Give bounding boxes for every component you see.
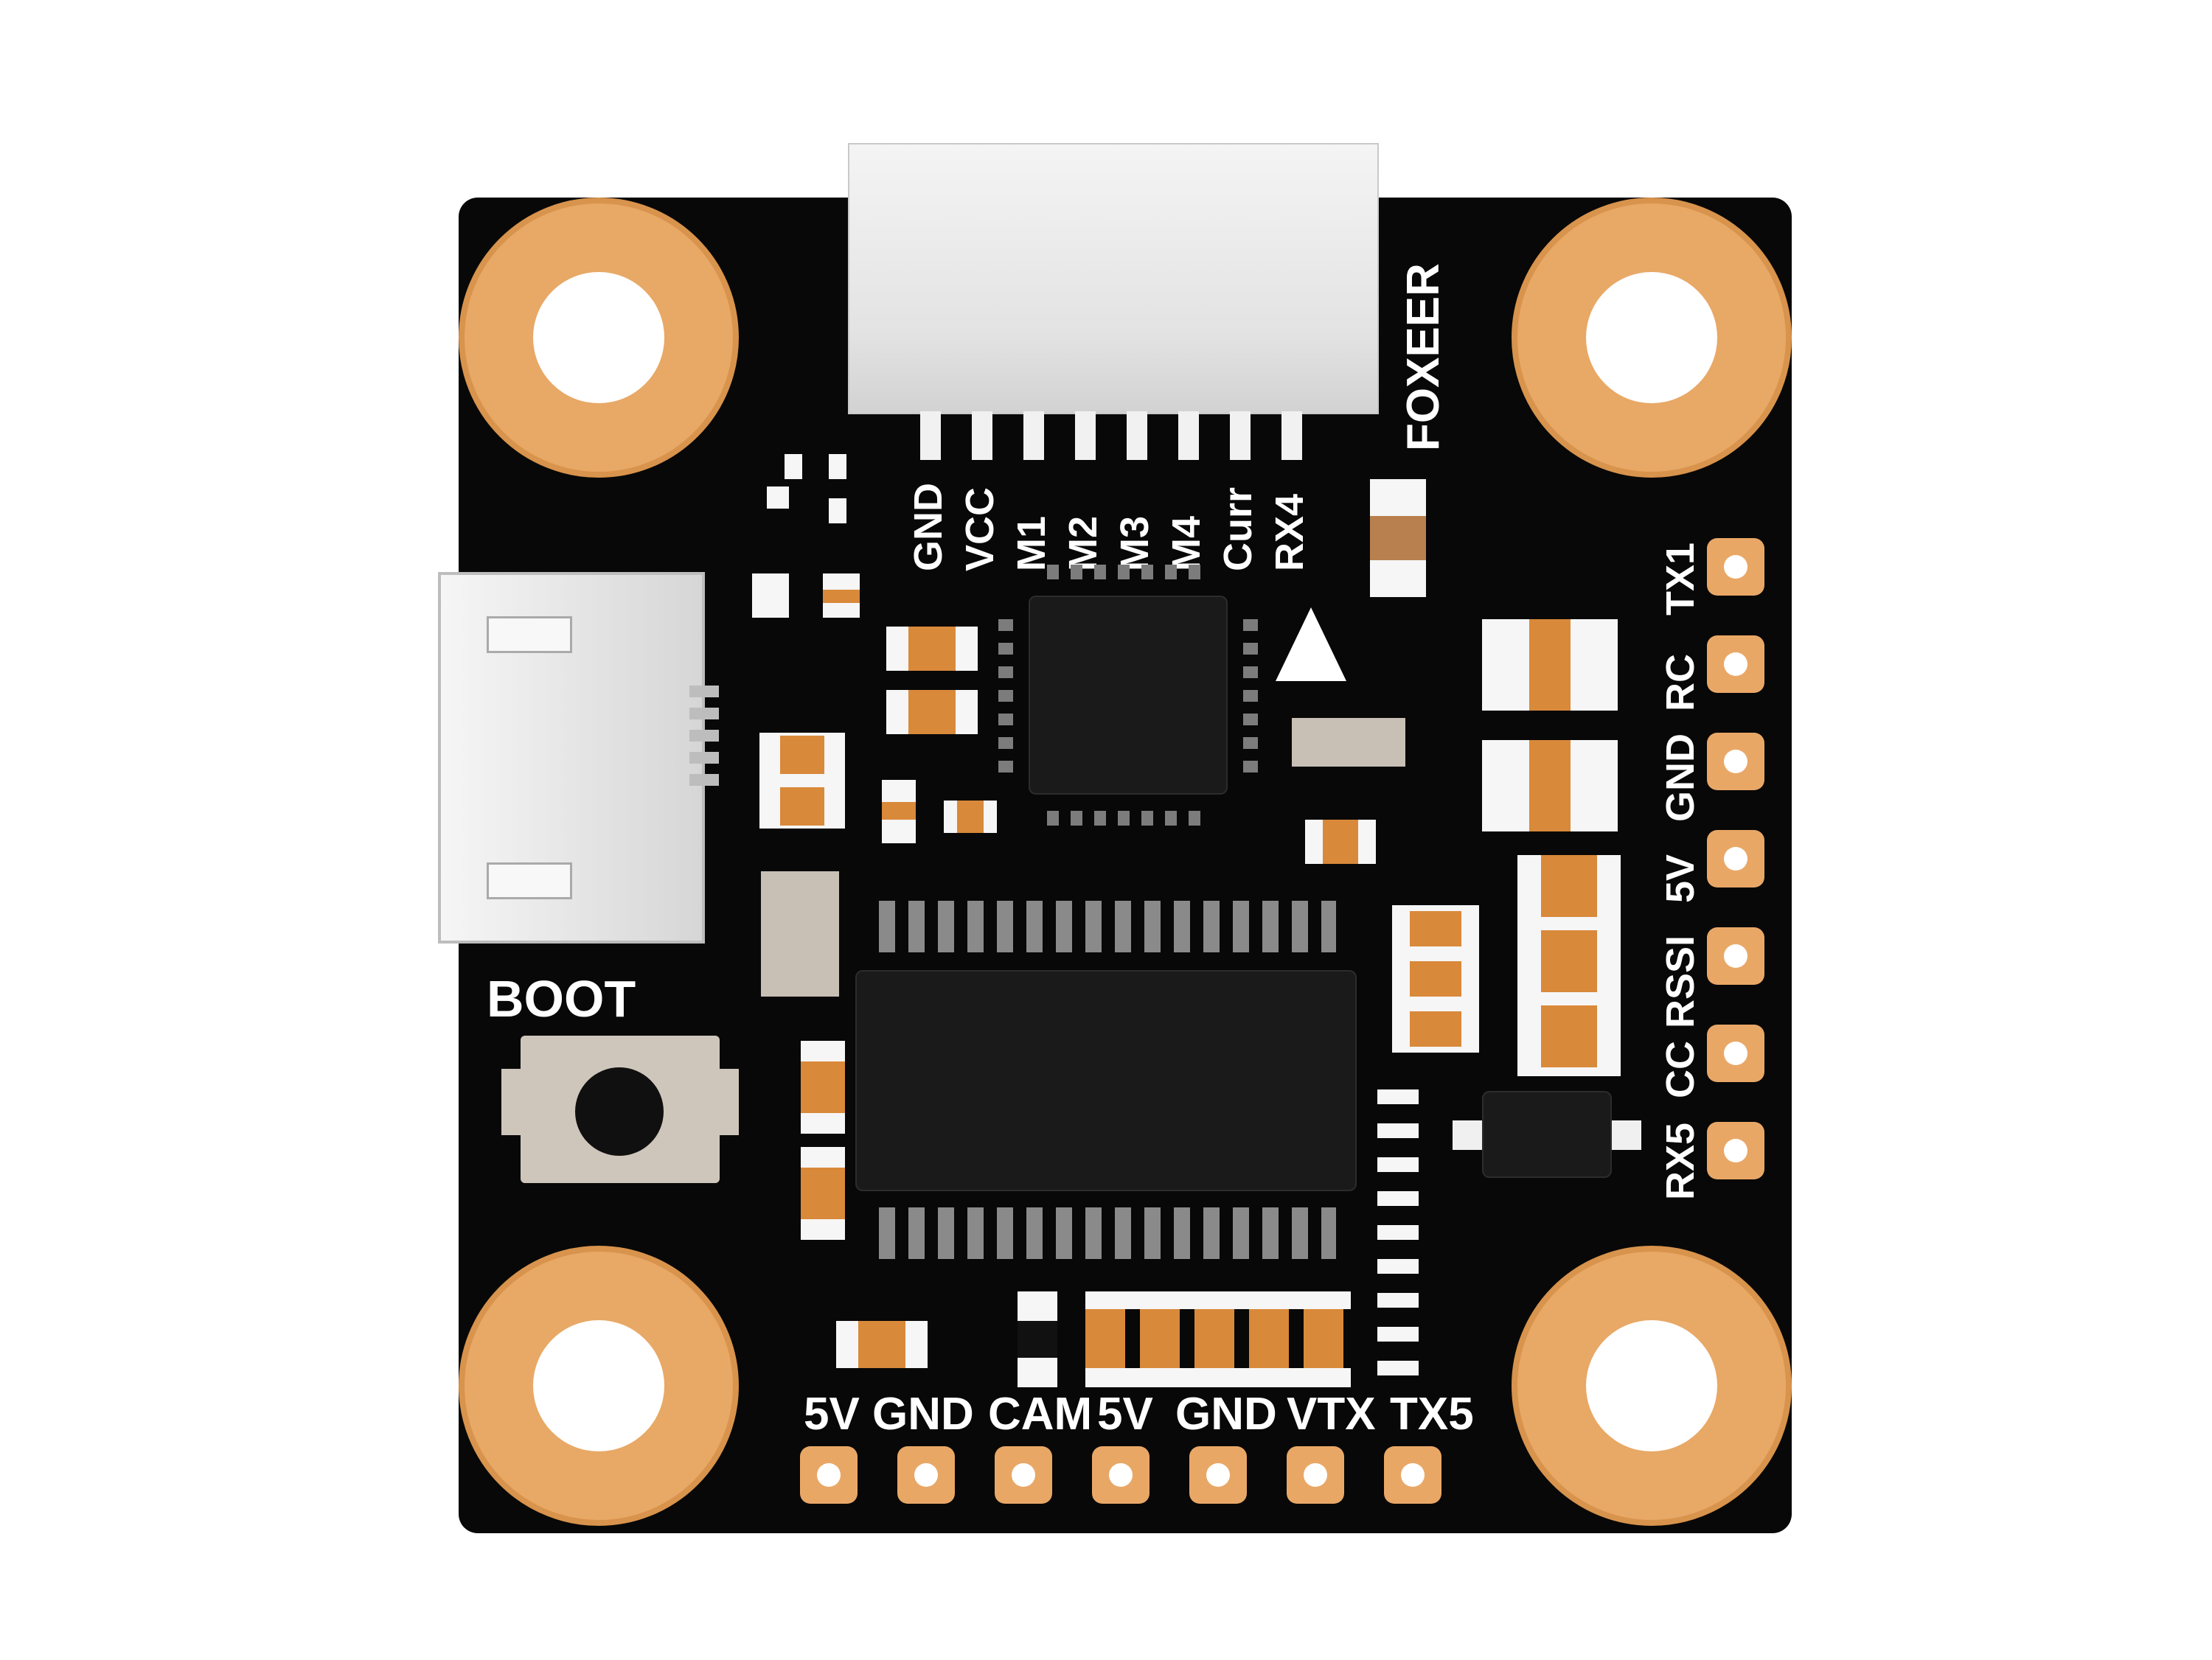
pad-label-bottom: GND <box>1175 1389 1277 1440</box>
connector-pin <box>972 411 992 460</box>
solder-pad <box>995 1446 1052 1504</box>
pad-label-right: RC <box>1658 654 1703 711</box>
connector-label: GND <box>906 483 950 571</box>
crystal <box>761 871 839 997</box>
esc-connector <box>848 143 1379 414</box>
usb-tab <box>487 616 572 653</box>
usb-pin <box>689 730 719 742</box>
solder-pad <box>1707 733 1764 790</box>
brand-label: FOXEER <box>1398 263 1449 451</box>
connector-label: RX4 <box>1267 493 1312 571</box>
solder-pad <box>1707 1122 1764 1179</box>
mounting-hole-top-left <box>459 198 739 478</box>
pad-label-bottom: TX5 <box>1390 1389 1474 1440</box>
solder-pad <box>1707 635 1764 693</box>
osd-chip-leads-bottom <box>879 1207 1336 1259</box>
pad-label-right: TX1 <box>1658 542 1703 615</box>
solder-pad <box>1707 1025 1764 1082</box>
solder-pad <box>1384 1446 1441 1504</box>
connector-label: VCC <box>958 487 1002 571</box>
diode <box>1482 1091 1612 1178</box>
solder-pad <box>1707 830 1764 887</box>
solder-pad <box>1707 538 1764 596</box>
mcu-chip <box>1029 596 1228 795</box>
pad-label-bottom: 5V <box>804 1389 860 1440</box>
resistor <box>752 573 789 618</box>
usb-pin <box>689 774 719 786</box>
usb-pin <box>689 708 719 719</box>
solder-pad <box>1189 1446 1247 1504</box>
pad-label-right: RX5 <box>1658 1122 1703 1200</box>
connector-label: M1 <box>1009 515 1054 571</box>
solder-pad <box>1287 1446 1344 1504</box>
boot-label: BOOT <box>487 970 636 1028</box>
osd-chip-leads-top <box>879 901 1336 952</box>
usb-pin <box>689 686 719 697</box>
mounting-hole-top-right <box>1512 198 1792 478</box>
mounting-hole-bottom-right <box>1512 1246 1792 1526</box>
connector-pin <box>1023 411 1044 460</box>
connector-pin <box>920 411 941 460</box>
boot-button-leg <box>501 1069 524 1135</box>
direction-arrow-icon <box>1276 607 1346 681</box>
pad-label-bottom: CAM <box>988 1389 1093 1440</box>
connector-pin <box>1230 411 1251 460</box>
pad-label-bottom: VTX <box>1287 1389 1376 1440</box>
usb-tab <box>487 862 572 899</box>
resistor <box>1292 718 1405 767</box>
solder-pad <box>1092 1446 1150 1504</box>
connector-label: M3 <box>1113 515 1157 571</box>
boot-button-cap <box>575 1067 664 1156</box>
connector-label: M2 <box>1061 515 1105 571</box>
mounting-hole-bottom-left <box>459 1246 739 1526</box>
usb-pin <box>689 752 719 764</box>
connector-pin <box>1127 411 1147 460</box>
connector-pin <box>1281 411 1302 460</box>
solder-pad <box>800 1446 858 1504</box>
pad-label-right: RSSI <box>1658 935 1703 1028</box>
pad-label-bottom: GND <box>872 1389 974 1440</box>
connector-label: M4 <box>1164 515 1208 571</box>
pad-label-right: 5V <box>1658 854 1703 903</box>
osd-chip <box>855 970 1357 1191</box>
boot-button-leg <box>717 1069 739 1135</box>
connector-label: Curr <box>1216 487 1260 571</box>
connector-pin <box>1075 411 1096 460</box>
pad-label-bottom: 5V <box>1097 1389 1153 1440</box>
solder-pad <box>897 1446 955 1504</box>
connector-pin <box>1178 411 1199 460</box>
pad-label-right: GND <box>1658 733 1703 822</box>
pad-label-right: CC <box>1658 1041 1703 1098</box>
solder-pad <box>1707 927 1764 985</box>
